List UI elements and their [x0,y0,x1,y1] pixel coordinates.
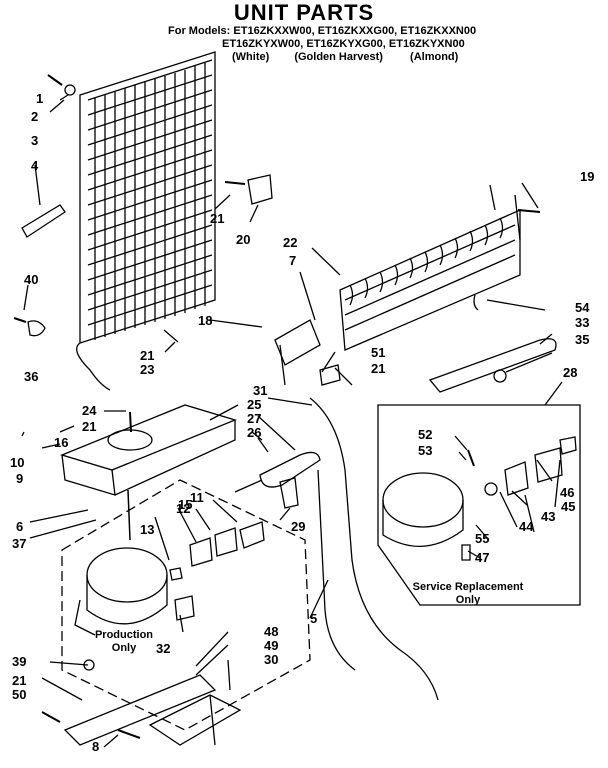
callout-21-a: 21 [210,211,225,226]
callout-47: 47 [475,550,490,565]
callout-5: 5 [310,611,318,626]
callout-37: 37 [12,536,27,551]
callout-55: 55 [475,531,490,546]
model-list: For Models: ET16ZKXXW00, ET16ZKXXG00, ET… [168,25,476,64]
callout-6: 6 [16,519,24,534]
callout-50: 50 [12,687,27,702]
callout-52: 52 [418,427,433,442]
callout-32: 32 [156,641,171,656]
callout-54: 54 [575,300,590,315]
callout-19: 19 [580,169,595,184]
callout-31: 31 [253,383,268,398]
service-replacement-note: Service Replacement Only [412,581,524,606]
callout-45: 45 [561,499,576,514]
callout-49: 49 [264,638,279,653]
callout-26: 26 [247,425,262,440]
callout-2: 2 [31,109,39,124]
callout-48: 48 [264,624,279,639]
callout-29: 29 [291,519,306,534]
condenser-grid [76,51,216,391]
callout-20: 20 [236,232,251,247]
callout-8: 8 [92,739,100,754]
callout-12: 12 [176,501,191,516]
callout-51: 51 [371,345,386,360]
callout-23: 23 [140,362,155,377]
callout-35: 35 [575,332,590,347]
callout-40: 40 [24,272,39,287]
evaporator-coil [339,184,521,351]
callout-21-b: 21 [140,348,155,363]
callout-30: 30 [264,652,279,667]
callout-16: 16 [54,435,69,450]
callout-3: 3 [31,133,39,148]
compressor-production [74,547,168,636]
callout-36: 36 [24,369,39,384]
callout-39: 39 [12,654,27,669]
model-line-2: ET16ZKYXW00, ET16ZKYXG00, ET16ZKYXN00 [222,38,465,50]
callout-24: 24 [82,403,97,418]
callout-15: 15 [178,497,193,512]
callout-21-c: 21 [371,361,386,376]
callout-33: 33 [575,315,590,330]
production-only-note: Production Only [94,629,154,654]
callout-27: 27 [247,411,262,426]
callout-7: 7 [289,253,297,268]
model-colors: (White) (Golden Harvest) (Almond) [232,51,459,63]
callout-43: 43 [541,509,556,524]
service-replacement-box [377,404,581,606]
callout-21-e: 21 [12,673,27,688]
callout-21-d: 21 [82,419,97,434]
callout-10: 10 [10,455,25,470]
callout-13: 13 [140,522,155,537]
callout-25: 25 [247,397,262,412]
page-title: UNIT PARTS [233,0,375,25]
callout-44: 44 [519,519,534,534]
callout-1: 1 [36,91,44,106]
model-line-1: For Models: ET16ZKXXW00, ET16ZKXXG00, ET… [168,25,477,37]
callout-53: 53 [418,443,433,458]
callout-11: 11 [190,490,204,505]
callout-18: 18 [198,313,213,328]
callout-4: 4 [31,158,39,173]
callout-9: 9 [16,471,24,486]
callout-28: 28 [563,365,578,380]
callout-46: 46 [560,485,575,500]
callout-22: 22 [283,235,298,250]
